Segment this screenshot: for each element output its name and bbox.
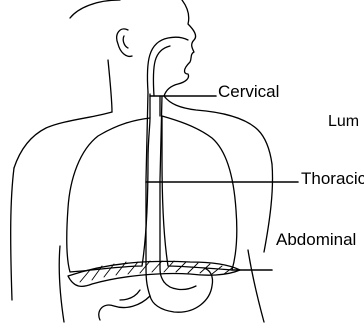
left-shoulder [14, 112, 112, 168]
lumbar-label: Lum [328, 113, 359, 131]
left-lung [67, 118, 150, 272]
ear-icon [117, 29, 132, 56]
right-lung [162, 116, 237, 270]
trachea-lower [150, 94, 160, 118]
thoracic-label: Thoracic [301, 169, 364, 189]
neck-back [108, 60, 112, 112]
left-arm [11, 168, 64, 322]
head-outline [70, 0, 196, 96]
right-shoulder [164, 96, 272, 164]
diaphragm [68, 261, 240, 286]
abdominal-label: Abdominal [276, 230, 356, 250]
trachea [147, 37, 188, 96]
right-arm [248, 164, 273, 322]
duodenum [99, 290, 150, 320]
cervical-label: Cervical [218, 82, 279, 102]
